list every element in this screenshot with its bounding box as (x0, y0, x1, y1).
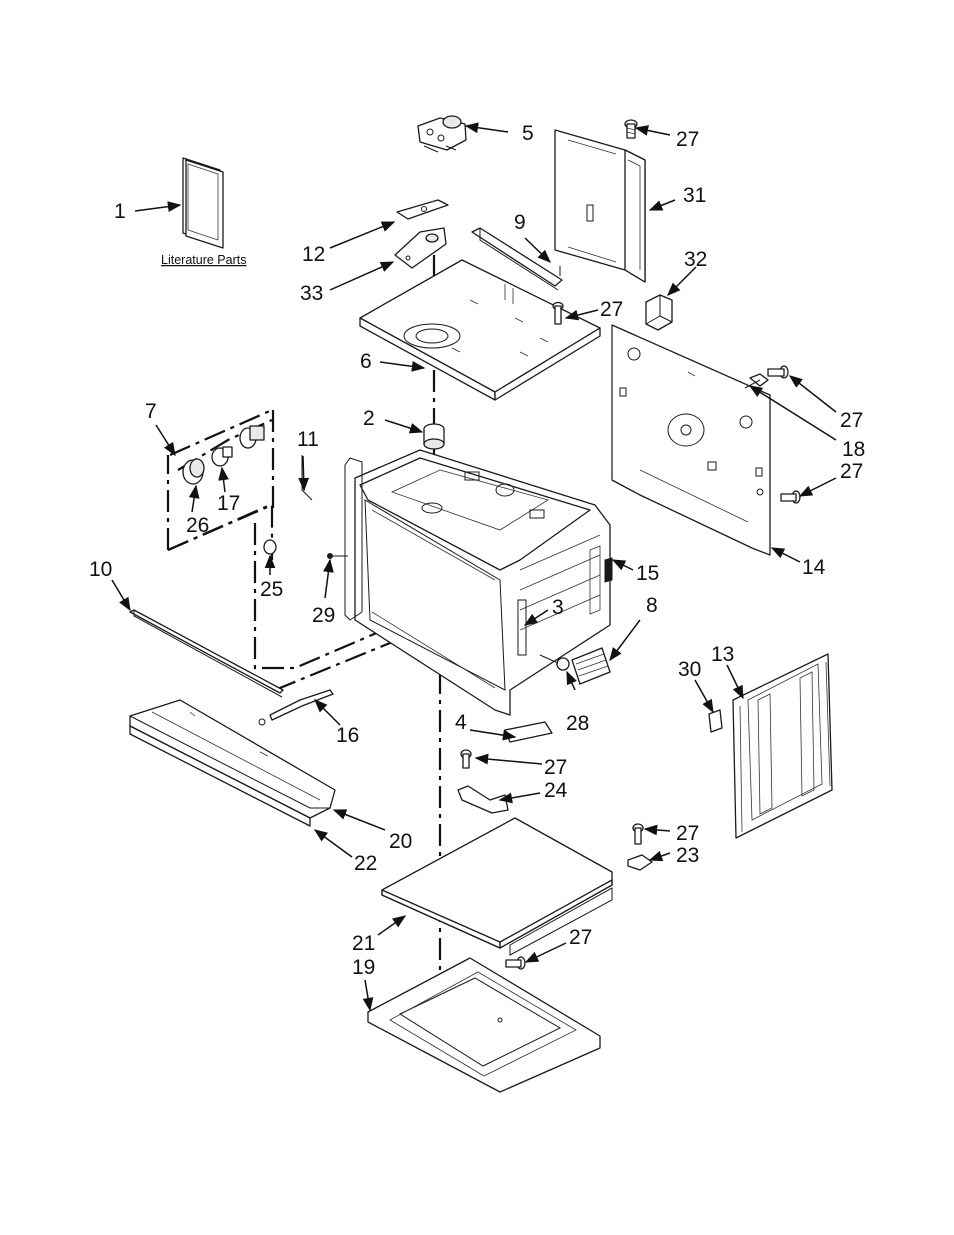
callout-17: 17 (217, 492, 240, 515)
plug-25 (264, 540, 276, 554)
callout-7: 7 (145, 400, 157, 423)
callout-14: 14 (802, 556, 826, 579)
screw-27-bottom (506, 957, 525, 969)
trim-20-22 (130, 700, 335, 826)
oven-cavity (345, 450, 612, 715)
duct-2 (424, 424, 444, 449)
callout-27-bracket: 27 (676, 822, 699, 845)
callout-27-middle: 27 (544, 756, 567, 779)
clip-32 (646, 295, 672, 330)
callout-9: 9 (514, 211, 526, 234)
callout-24: 24 (544, 779, 568, 802)
callout-12: 12 (302, 243, 325, 266)
screw-18 (745, 374, 768, 388)
bracket-12 (397, 200, 448, 219)
callout-8: 8 (646, 594, 658, 617)
callout-3: 3 (552, 596, 564, 619)
callout-1: 1 (114, 200, 126, 223)
callout-22: 22 (354, 852, 377, 875)
callout-19: 19 (352, 956, 375, 979)
callout-10: 10 (89, 558, 112, 581)
callout-2: 2 (363, 407, 375, 430)
callout-23: 23 (676, 844, 699, 867)
callout-29: 29 (312, 604, 335, 627)
trim-strip-10 (130, 610, 283, 697)
screw-27-mid (461, 750, 471, 768)
callout-27-bottom: 27 (569, 926, 592, 949)
callout-6: 6 (360, 350, 372, 373)
callout-30: 30 (678, 658, 701, 681)
screw-27-top-panel (553, 303, 563, 325)
callout-27-top-panel: 27 (600, 298, 623, 321)
bracket-33 (395, 228, 446, 268)
knob-26 (183, 459, 204, 484)
callout-15: 15 (636, 562, 659, 585)
callout-25: 25 (260, 578, 283, 601)
callout-5: 5 (522, 122, 534, 145)
floor-19 (368, 958, 600, 1092)
callout-18: 18 (842, 438, 865, 461)
knob-17 (212, 447, 232, 466)
vent-8 (572, 648, 610, 684)
callout-26: 26 (186, 514, 209, 537)
back-panel (612, 325, 770, 555)
callout-28: 28 (566, 712, 589, 735)
control-switch-assembly (418, 116, 466, 152)
clip-30 (709, 710, 722, 732)
callout-27-back-upper: 27 (840, 409, 863, 432)
callout-16: 16 (336, 724, 359, 747)
screw-27-back-1 (768, 366, 788, 378)
callout-4: 4 (455, 711, 467, 734)
callout-11: 11 (297, 428, 319, 451)
rear-cover-panel (555, 130, 645, 282)
literature-parts-label: Literature Parts (161, 253, 246, 267)
bracket-4 (505, 722, 552, 742)
callout-31: 31 (683, 184, 706, 207)
screw-27-top (625, 120, 637, 138)
literature-parts-booklet (183, 158, 223, 248)
callout-21: 21 (352, 932, 375, 955)
callout-13: 13 (711, 643, 734, 666)
callout-27-top: 27 (676, 128, 699, 151)
top-panel (360, 260, 600, 400)
bracket-23 (628, 824, 652, 870)
callout-33: 33 (300, 282, 323, 305)
knob-insert (240, 426, 264, 448)
callout-32: 32 (684, 248, 707, 271)
callout-27-back-lower: 27 (840, 460, 863, 483)
screw-27-back-2 (781, 491, 800, 503)
side-panel-13 (733, 654, 832, 838)
callout-20: 20 (389, 830, 412, 853)
